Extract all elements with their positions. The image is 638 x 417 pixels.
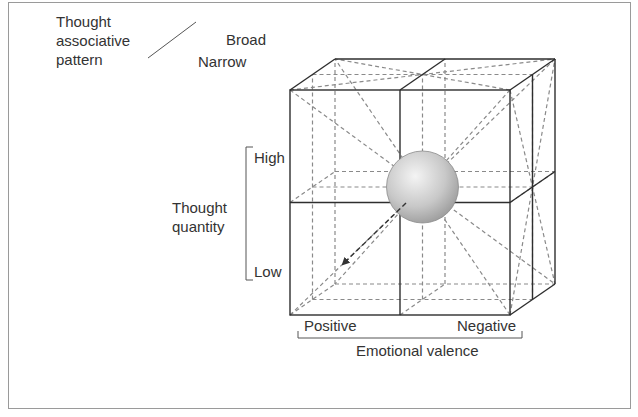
axis-label: High bbox=[254, 148, 285, 167]
axis-title: Thought quantity bbox=[172, 198, 242, 236]
axis-label: Low bbox=[254, 262, 282, 281]
lattice-visible bbox=[290, 59, 555, 315]
axis-label: Narrow bbox=[198, 52, 246, 71]
axis-title: Emotional valence bbox=[356, 341, 479, 360]
bracket bbox=[246, 147, 253, 280]
axis-slash bbox=[148, 22, 196, 58]
direction-arrow bbox=[343, 203, 406, 264]
axis-label: Positive bbox=[304, 316, 357, 335]
lattice-hidden bbox=[290, 59, 555, 315]
axis-label: Negative bbox=[457, 316, 516, 335]
axis-label: Broad bbox=[226, 30, 266, 49]
axis-title: Thought associative pattern bbox=[56, 12, 152, 69]
frame bbox=[9, 3, 631, 409]
